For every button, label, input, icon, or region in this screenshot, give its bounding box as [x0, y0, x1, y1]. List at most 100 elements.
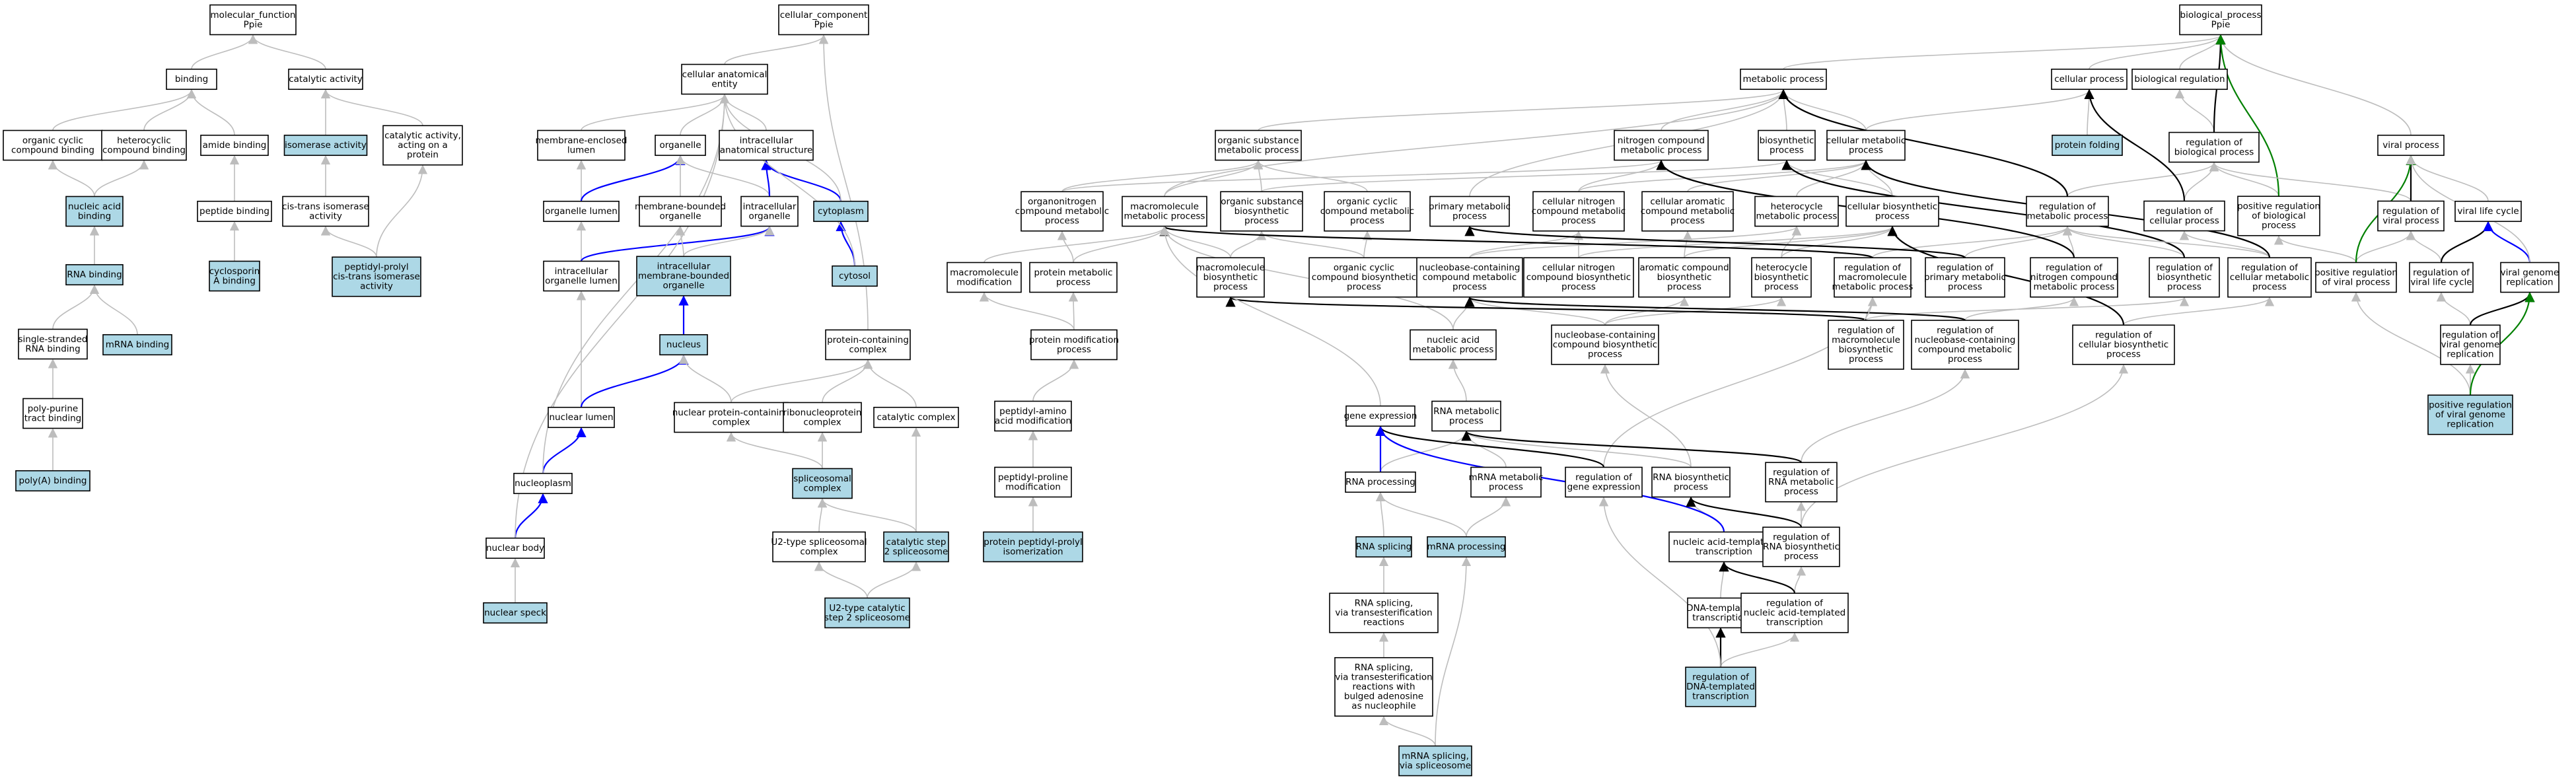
term-label-line: regulation of [2156, 263, 2213, 273]
go-term-node: catalytic activity [288, 68, 363, 90]
term-label-line: process [1948, 282, 1982, 293]
term-label-line: nuclear protein-containing [672, 408, 791, 418]
grey-relation-edge [1720, 632, 1800, 668]
term-label-line: complex [800, 546, 838, 557]
term-box [873, 406, 959, 429]
term-label-line: organic cyclic [1334, 263, 1394, 273]
term-box [1845, 195, 1939, 227]
term-label-line: biosynthetic [1657, 272, 1712, 283]
term-label-line: aromatic compound [1639, 263, 1729, 273]
term-box [681, 63, 768, 95]
term-box [1308, 257, 1419, 298]
highlighted-term-box [283, 134, 368, 157]
grey-relation-edge [817, 498, 828, 532]
term-label-line: peptidyl-proline [998, 472, 1068, 483]
grey-relation-edge [1452, 297, 1475, 330]
term-label: catalytic activity [289, 74, 363, 85]
term-box [2377, 200, 2445, 232]
term-label-line: process [1489, 481, 1523, 492]
term-label-line: regulation of [1575, 472, 1633, 483]
term-label-line: gene expression [1344, 411, 1417, 421]
term-label-line: organelle [662, 281, 704, 291]
term-label-line: activity [360, 281, 393, 292]
term-box [2149, 257, 2220, 298]
grey-relation-edge [822, 359, 873, 403]
term-label-line: compound metabolic [1532, 206, 1626, 217]
term-label-line: as nucleophile [1351, 701, 1415, 711]
term-label-line: process [1667, 282, 1701, 293]
term-label-line: biological regulation [2134, 74, 2225, 85]
term-label-line: bulged adenosine [1344, 691, 1423, 702]
go-term-node: cytoplasm [813, 200, 869, 223]
highlighted-term-box [636, 256, 731, 297]
term-label-line: process [1213, 282, 1248, 293]
term-label-line: binding [78, 211, 111, 221]
go-term-node: poly(A) binding [15, 470, 90, 492]
term-label-line: compound metabolic [1423, 272, 1517, 283]
term-box [1651, 466, 1731, 498]
term-label-line: process [2252, 282, 2287, 293]
term-box [2440, 324, 2501, 365]
term-label-line: heterocycle [1771, 201, 1823, 212]
term-label-line: RNA biosynthetic [1763, 542, 1840, 552]
term-label-line: membrane-enclosed [536, 135, 627, 146]
term-label-line: acting on a [398, 140, 448, 151]
term-label: nuclear body [486, 543, 544, 553]
term-box [1410, 329, 1497, 361]
term-label-line: nucleic acid [1427, 335, 1480, 345]
term-label-line: regulation of [2046, 263, 2103, 273]
grey-relation-edge [1073, 226, 1170, 263]
grey-relation-edge [817, 498, 917, 532]
term-box [1220, 191, 1303, 232]
grey-relation-edge [863, 359, 917, 408]
term-label-line: metabolic process [1832, 282, 1914, 293]
term-box [740, 195, 799, 227]
term-box [1758, 129, 1816, 161]
term-box [1345, 405, 1415, 427]
term-label-line: process [2167, 282, 2201, 293]
term-label-line: single-stranded [18, 334, 88, 345]
term-label-line: biosynthetic [1839, 344, 1894, 355]
term-label-line: regulation of [2413, 267, 2470, 278]
term-box [543, 200, 620, 223]
term-box [1754, 195, 1839, 227]
term-box [1345, 471, 1416, 493]
term-box [1828, 320, 1904, 370]
term-label-line: mRNA metabolic [1469, 472, 1544, 483]
grey-relation-edge [1794, 566, 1807, 594]
term-label-line: replication [2447, 349, 2493, 360]
term-label-line: regulation of [1838, 325, 1895, 336]
term-label-line: compound biosynthetic [1553, 339, 1657, 350]
highlighted-term-box [2427, 394, 2513, 435]
grey-relation-edge [186, 89, 235, 135]
term-box [2377, 134, 2445, 157]
grey-relation-edge [1661, 89, 1789, 131]
term-box [719, 129, 814, 161]
